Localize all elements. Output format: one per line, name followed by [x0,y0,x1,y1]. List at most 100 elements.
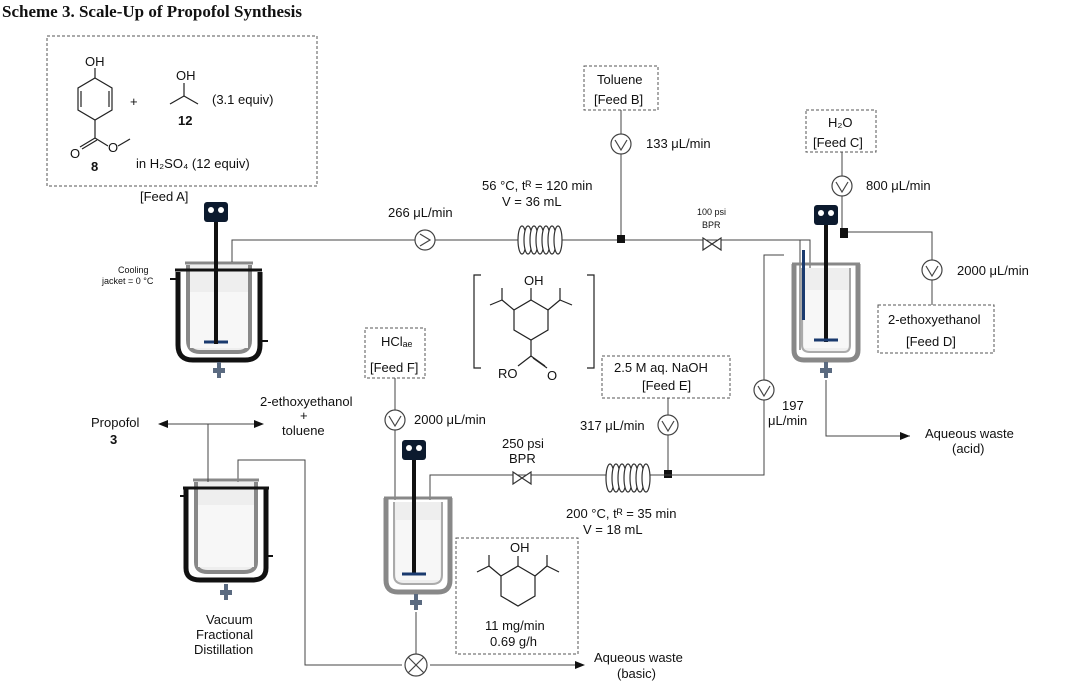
coil2-condition-2: V = 18 mL [583,522,643,537]
feed-c-box [805,109,877,153]
ester-o-label: O [108,140,118,155]
feed-d-line2: [Feed D] [906,334,956,349]
tee-junction-b [617,235,625,243]
compound-12-number: 12 [178,113,192,128]
pump-e-icon [657,414,679,436]
equiv-label: (3.1 equiv) [212,92,273,107]
scheme-title: Scheme 3. Scale-Up of Propofol Synthesis [2,2,302,21]
pump-c-icon [831,175,853,197]
product-rate-2: 0.69 g/h [490,634,537,649]
propofol-label: Propofol [91,415,140,430]
distillation-line1: Vacuum [206,612,253,627]
feed-d-line1: 2-ethoxyethanol [888,312,981,327]
pump-b-rate: 133 μL/min [646,136,711,151]
drain-valve-c-icon [410,594,422,610]
solvents-line3: toluene [282,423,325,438]
reactor-a [170,202,268,378]
bpr2-line2: BPR [509,451,536,466]
stirrer-motor-icon [204,202,228,222]
pump-a-icon [414,229,436,251]
compound-8-structure: OH O O 8 [70,54,131,174]
pump-d-rate: 2000 μL/min [957,263,1029,278]
pump-c-rate: 800 μL/min [866,178,931,193]
feed-f-line1: HClₐₑ [381,334,413,349]
carbonyl-o-label: O [70,146,80,161]
pump-e-rate: 317 μL/min [580,418,645,433]
bpr1-line2: BPR [702,220,721,230]
pump-197-line2: μL/min [768,413,807,428]
solvents-line1: 2-ethoxyethanol [260,394,353,409]
feed-b-line2: [Feed B] [594,92,643,107]
cooling-label-1: Cooling [118,265,149,275]
pump-197-icon [753,379,775,401]
coil1-condition-2: V = 36 mL [502,194,562,209]
drain-valve-icon [213,362,225,378]
intermediate-ro: RO [498,366,518,381]
plus-sign: + [130,94,138,109]
propofol-structure: OH [476,540,560,607]
intermediate-oh: OH [524,273,544,288]
distillation-line2: Fractional [196,627,253,642]
feed-b-line1: Toluene [597,72,643,87]
stirrer-motor-b-icon [814,205,838,225]
feed-f-line2: [Feed F] [370,360,418,375]
feed-a-label: [Feed A] [140,189,188,204]
intermediate-o: O [547,368,557,383]
reactor-b [791,205,861,378]
compound-8-number: 8 [91,159,98,174]
distillation-feed-line [237,459,402,666]
pump-b-icon [610,133,632,155]
three-way-valve-icon [404,653,428,677]
acid-waste-line [825,380,910,437]
product-oh: OH [510,540,530,555]
feed-a-panel: OH O O 8 + OH 12 (3.1 equiv) in H₂SO₄ (1… [46,35,318,187]
solvent-label: in H₂SO₄ (12 equiv) [136,156,250,171]
solvents-line2: + [300,408,308,423]
compound-12-oh: OH [176,68,196,83]
reactor-coil-1-icon [517,225,563,255]
distillation-vessel [180,478,273,600]
reactor-c [383,440,453,610]
feed-e-line2: [Feed E] [642,378,691,393]
product-box [455,537,579,655]
coil2-condition-1: 200 °C, tᴿ = 35 min [566,506,676,521]
pump-197-line1: 197 [782,398,804,413]
compound-8-oh: OH [85,54,105,69]
coil1-condition-1: 56 °C, tᴿ = 120 min [482,178,592,193]
organic-transfer-line [672,254,784,476]
bpr-250-icon [512,471,532,485]
feed-c-line2: [Feed C] [813,135,863,150]
waste-acid-line1: Aqueous waste [925,426,1014,441]
stirrer-motor-c-icon [402,440,426,460]
acid-waste-arrow [900,432,910,440]
solvent-arrow [254,420,264,428]
compound-12-structure: OH 12 [169,68,199,128]
distillation-line3: Distillation [194,642,253,657]
basic-waste-arrow [575,661,585,669]
feed-c-line1: H₂O [828,115,853,130]
pump-f-icon [384,409,406,431]
feed-d-box [877,304,995,354]
waste-basic-line2: (basic) [617,666,656,681]
intermediate-structure: OH RO O [473,273,595,383]
drain-valve-b-icon [820,362,832,378]
cooling-label-2: jacket = 0 °C [101,276,154,286]
bpr1-line1: 100 psi [697,207,726,217]
waste-basic-line1: Aqueous waste [594,650,683,665]
propofol-number: 3 [110,432,117,447]
reactor-coil-2-icon [605,463,651,493]
tee-junction-e [664,470,672,478]
coil2-line [429,474,672,500]
feed-e-line1: 2.5 M aq. NaOH [614,360,708,375]
tee-junction-c [840,228,848,238]
pump-a-rate: 266 μL/min [388,205,453,220]
feed-d-line [848,231,933,305]
waste-acid-line2: (acid) [952,441,985,456]
product-rate-1: 11 mg/min [485,618,545,633]
distillation-drain-icon [220,584,232,600]
pump-d-icon [921,259,943,281]
propofol-arrow [158,420,168,428]
pump-f-rate: 2000 μL/min [414,412,486,427]
feed-e-box [601,355,731,399]
